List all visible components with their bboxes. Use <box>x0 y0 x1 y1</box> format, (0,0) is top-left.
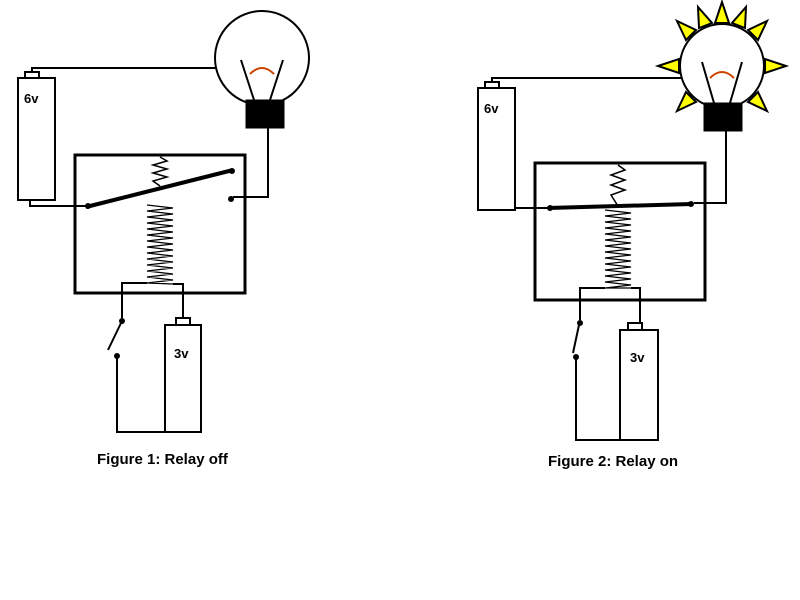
fig2-armature-lever <box>547 202 693 210</box>
fig1-bulb-base <box>245 99 285 129</box>
fig2-coil-battery-terminal <box>627 322 643 331</box>
fig1-switch-lever <box>107 322 122 351</box>
fig2-switch-bottom-contact <box>573 354 579 360</box>
fig2-bulb-glass <box>679 23 765 109</box>
fig2-bulb-on-icon <box>679 23 765 132</box>
fig1-switch-top-contact <box>119 318 125 324</box>
fig2-ray-se <box>746 90 770 114</box>
fig2-coil-left-wire <box>579 287 605 320</box>
fig1-armature-lever <box>85 168 234 209</box>
fig2-ray-sw <box>674 90 698 114</box>
fig2-pivot-contact <box>547 205 553 211</box>
fig2-main-battery-body <box>477 87 516 211</box>
figure2-caption: Figure 2: Relay on <box>548 453 678 470</box>
fig2-ray-right <box>764 57 790 75</box>
fig1-coil-right-wire <box>173 283 184 318</box>
fig1-coil <box>146 204 174 285</box>
fig1-filament-wire-left <box>240 59 255 101</box>
fig2-light-rays <box>654 0 790 114</box>
fig1-main-battery: 6v <box>17 71 56 201</box>
fig2-main-battery-label: 6v <box>484 101 499 116</box>
fig2-switch-lever <box>572 324 580 354</box>
fig1-relay-box <box>73 153 247 295</box>
fig1-coil-battery: 3v <box>164 317 202 433</box>
fig1-filament-coil <box>249 67 275 75</box>
fig2-ray-nw <box>674 18 698 42</box>
fig1-pivot-to-battery-wire <box>29 200 86 207</box>
fig1-wires <box>29 67 270 433</box>
fig2-ray-left <box>654 57 680 75</box>
fig2-filament-wire-right <box>729 61 743 104</box>
fig2-coil-battery-label: 3v <box>630 350 645 365</box>
fig1-coil-battery-label: 3v <box>174 346 189 361</box>
fig2-spring <box>608 164 628 207</box>
fig2-ray-up <box>713 0 731 24</box>
fig1-coil-battery-terminal <box>175 317 191 326</box>
fig2-armature <box>547 201 694 211</box>
fig1-top-wire <box>31 67 270 72</box>
fig1-bulb-to-contact-wire <box>233 128 269 198</box>
fig2-filament-wire-left <box>701 61 715 104</box>
figure2-diagram: 6v <box>477 0 790 470</box>
fig1-main-battery-label: 6v <box>24 91 39 106</box>
figure1-caption: Figure 1: Relay off <box>97 451 229 468</box>
fig1-pivot-contact <box>85 203 91 209</box>
fig1-filament-wire-right <box>269 59 284 101</box>
fig1-main-battery-body <box>17 77 56 201</box>
fig1-coil-battery-body <box>164 324 202 433</box>
fig1-bulb-off-icon <box>214 10 310 129</box>
fig2-relay-box <box>533 161 707 302</box>
fig2-main-battery: 6v <box>477 81 516 211</box>
fig2-coil-right-wire <box>631 287 641 323</box>
fig1-armature-tip-contact <box>229 168 235 174</box>
fig2-switch-closed <box>572 320 583 360</box>
fig2-switch-top-contact <box>577 320 583 326</box>
fig2-ray-ne <box>746 18 770 42</box>
fig1-stationary-contact <box>228 196 234 202</box>
fig1-switch-bottom-contact <box>114 353 120 359</box>
figure1-diagram: 6v <box>17 10 310 468</box>
fig1-spring <box>150 156 170 187</box>
fig2-top-wire <box>491 77 726 82</box>
fig2-switch-to-battery-wire <box>575 357 620 441</box>
fig2-coil <box>604 209 632 289</box>
fig2-filament-coil <box>709 71 735 79</box>
fig1-coil-left-wire <box>121 282 147 318</box>
fig2-ray-up-right <box>730 4 748 30</box>
fig2-coil-battery: 3v <box>619 322 659 441</box>
fig2-bulb-base <box>703 102 743 132</box>
fig1-armature <box>85 168 235 209</box>
fig2-ray-up-left <box>696 4 714 30</box>
fig2-coil-battery-body <box>619 329 659 441</box>
fig1-bulb-glass <box>214 10 310 106</box>
fig1-switch-open <box>107 318 125 359</box>
fig2-stationary-contact <box>688 201 694 207</box>
fig2-bulb-to-contact-wire <box>694 131 727 204</box>
fig1-switch-to-battery-wire <box>116 356 165 433</box>
